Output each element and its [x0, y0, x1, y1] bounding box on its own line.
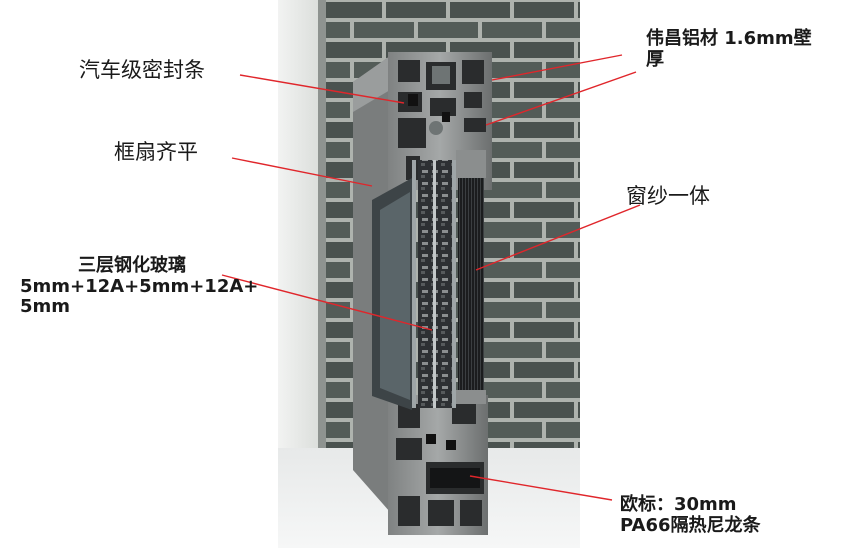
leader-wall-a	[491, 54, 623, 81]
callout-thermal-strip: 欧标：30mm PA66隔热尼龙条	[620, 494, 761, 536]
leader-flush	[231, 157, 373, 187]
leader-wall-b	[485, 71, 637, 126]
callout-leader-lines	[221, 54, 641, 501]
callout-triple-glass: 三层钢化玻璃 5mm+12A+5mm+12A+ 5mm	[20, 255, 259, 318]
strip-line2: PA66隔热尼龙条	[620, 514, 761, 536]
insect-screen	[458, 170, 484, 398]
leader-glass	[221, 274, 433, 331]
leader-screen	[475, 204, 641, 271]
wall-line2: 厚	[646, 48, 664, 70]
thermal-break-strip	[430, 468, 480, 488]
leader-seal	[239, 74, 405, 104]
callout-wall-thickness: 伟昌铝材 1.6mm壁 厚	[646, 28, 812, 70]
callout-sealing-strip: 汽车级密封条	[79, 58, 205, 82]
strip-line1: 欧标：30mm	[620, 494, 737, 515]
callout-frame-sash-flush: 框扇齐平	[114, 140, 198, 164]
leader-strip	[469, 475, 613, 501]
glass-spec-line2: 5mm	[20, 296, 71, 318]
sealing-gaskets	[408, 94, 456, 450]
wall-line1: 伟昌铝材 1.6mm壁	[646, 28, 812, 49]
callout-screen-integrated: 窗纱一体	[626, 184, 710, 208]
lower-profile-cavities	[396, 402, 484, 526]
glass-title: 三层钢化玻璃	[78, 255, 186, 276]
glass-spec-line1: 5mm+12A+5mm+12A+	[20, 275, 259, 297]
